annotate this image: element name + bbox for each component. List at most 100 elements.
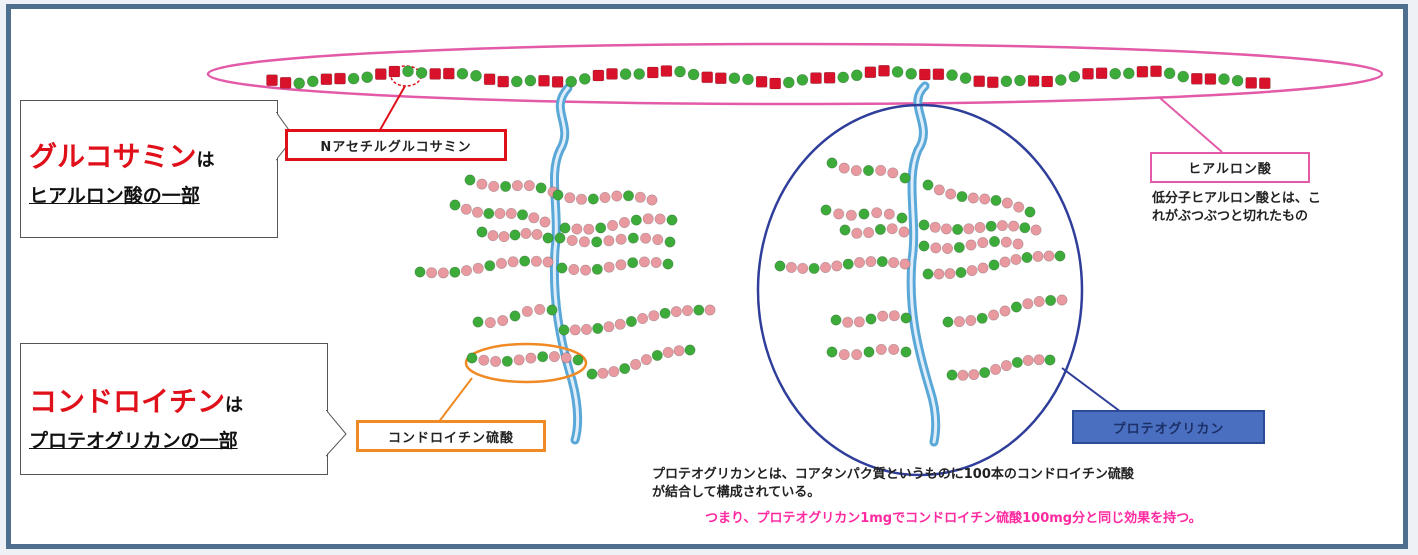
bead-114 (521, 228, 531, 238)
bead-147 (651, 257, 661, 267)
bead-122 (616, 234, 626, 244)
bead-123 (628, 233, 638, 243)
bead-128 (426, 268, 436, 278)
bead-243 (809, 263, 819, 273)
bead-260 (1011, 254, 1021, 264)
bead-43 (851, 70, 862, 81)
bead-198 (934, 185, 944, 195)
bead-209 (846, 210, 856, 220)
bead-69 (1205, 74, 1216, 85)
bead-287 (876, 344, 886, 354)
bead-183 (620, 363, 630, 373)
bead-145 (628, 258, 638, 268)
bead-299 (1045, 355, 1055, 365)
bead-206 (1025, 207, 1035, 217)
bead-286 (864, 347, 874, 357)
bead-248 (866, 256, 876, 266)
bead-109 (667, 215, 677, 225)
bead-138 (543, 257, 553, 267)
bead-105 (619, 217, 629, 227)
bead-276 (988, 310, 998, 320)
bead-259 (1000, 257, 1010, 267)
bead-0 (267, 75, 278, 86)
proteoglycan-label: プロテオグリカン (1072, 410, 1265, 444)
bead-15 (471, 70, 482, 81)
bead-177 (549, 351, 559, 361)
bead-210 (859, 209, 869, 219)
bead-76 (489, 181, 499, 191)
bead-139 (557, 263, 567, 273)
chondroitin-callout-pointer (326, 410, 348, 460)
bead-100 (560, 223, 570, 233)
bead-285 (852, 349, 862, 359)
bead-36 (756, 76, 767, 87)
bead-137 (531, 256, 541, 266)
bead-190 (827, 158, 837, 168)
bead-220 (986, 221, 996, 231)
bead-91 (450, 200, 460, 210)
bead-131 (461, 265, 471, 275)
bead-195 (888, 168, 898, 178)
bead-283 (827, 347, 837, 357)
bead-24 (593, 70, 604, 81)
bead-240 (775, 261, 785, 271)
chondroitin-particle: は (225, 395, 243, 416)
bead-284 (839, 349, 849, 359)
bead-83 (565, 193, 575, 203)
hyaluronic-note-line-1: 低分子ヒアルロン酸とは、こ (1152, 190, 1321, 208)
bead-92 (461, 204, 471, 214)
bead-121 (604, 236, 614, 246)
bead-199 (946, 189, 956, 199)
bead-52 (974, 76, 985, 87)
bead-166 (671, 306, 681, 316)
bead-116 (543, 233, 553, 243)
bead-48 (919, 69, 930, 80)
bead-16 (484, 74, 495, 85)
bead-168 (694, 305, 704, 315)
bead-88 (623, 191, 633, 201)
bead-77 (500, 181, 510, 191)
bead-143 (604, 262, 614, 272)
bead-61 (1096, 68, 1107, 79)
bead-226 (852, 228, 862, 238)
bead-126 (665, 237, 675, 247)
bead-34 (729, 73, 740, 84)
bead-218 (964, 224, 974, 234)
bead-117 (555, 233, 565, 243)
bead-129 (438, 268, 448, 278)
bead-94 (484, 208, 494, 218)
bead-62 (1110, 68, 1121, 79)
bead-269 (878, 311, 888, 321)
bead-172 (490, 356, 500, 366)
bead-201 (968, 193, 978, 203)
bead-295 (1001, 360, 1011, 370)
bead-289 (901, 347, 911, 357)
bead-296 (1012, 357, 1022, 367)
bead-59 (1069, 71, 1080, 82)
bead-264 (1055, 251, 1065, 261)
connector-hyaluronic (1160, 98, 1222, 152)
n-acetyl-label: Nアセチルグルコサミン (285, 129, 507, 161)
bead-229 (887, 224, 897, 234)
connector-n-acetyl (380, 86, 405, 130)
bead-85 (588, 194, 598, 204)
bead-250 (888, 257, 898, 267)
bead-239 (1013, 239, 1023, 249)
bead-197 (923, 180, 933, 190)
bead-97 (517, 210, 527, 220)
bead-127 (415, 267, 425, 277)
bead-191 (839, 163, 849, 173)
bead-273 (954, 316, 964, 326)
bead-234 (954, 242, 964, 252)
highlight-note: つまり、プロテオグリカン1mgでコンドロイチン硫酸100mg分と同じ効果を持つ。 (705, 510, 1202, 528)
bead-222 (1008, 221, 1018, 231)
bead-10 (403, 66, 414, 77)
bead-291 (958, 370, 968, 380)
bead-13 (443, 68, 454, 79)
bead-221 (997, 220, 1007, 230)
bead-160 (604, 322, 614, 332)
bead-200 (957, 191, 967, 201)
bead-50 (947, 70, 958, 81)
bead-87 (612, 191, 622, 201)
bead-79 (524, 180, 534, 190)
